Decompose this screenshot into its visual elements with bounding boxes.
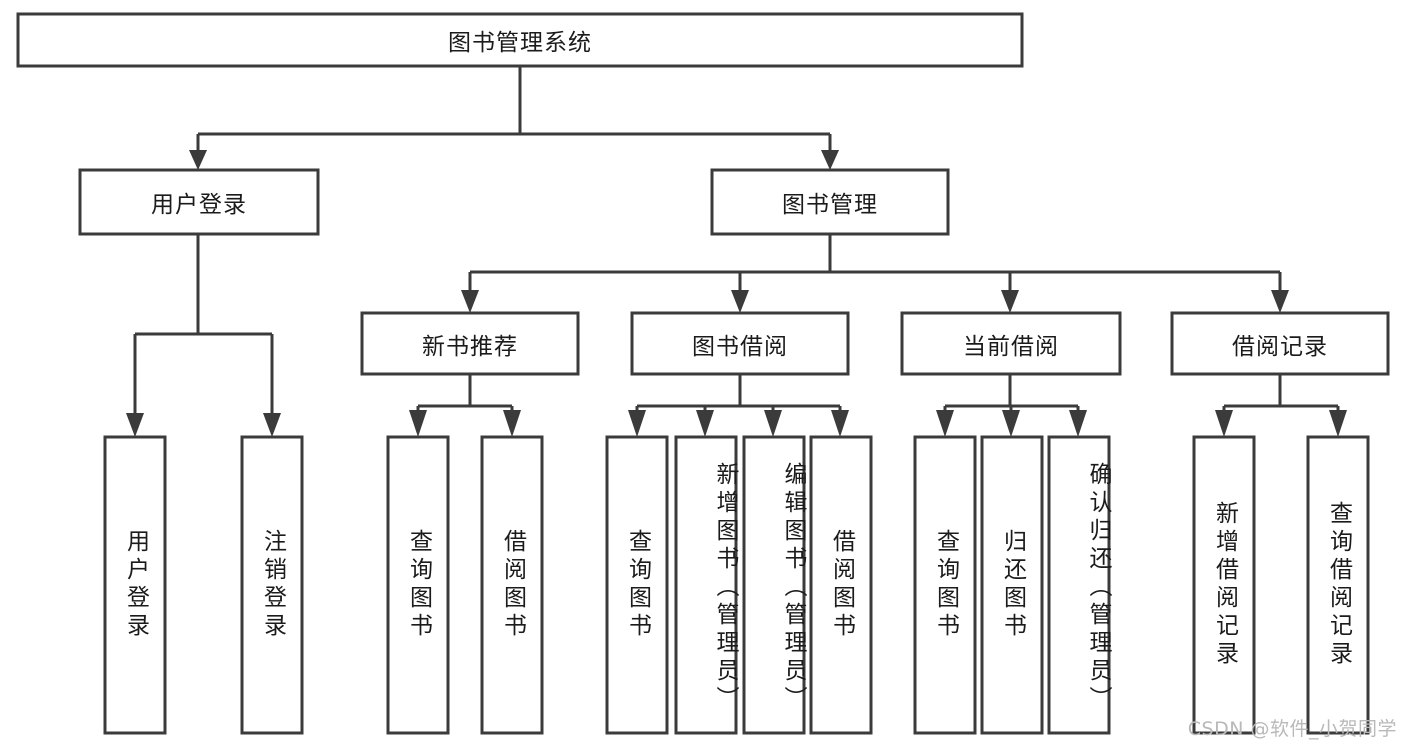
arrow-head-borrow-record-leaf2 [1329,410,1347,437]
arrow-head-user-login-leaf1 [126,413,144,437]
node-book-management[interactable] [710,168,950,236]
node-new-book-recommend[interactable] [360,311,580,376]
arrow-head-current-borrow-leaf2 [1002,410,1020,437]
arrow-head-new-book-leaf2 [503,410,521,437]
arrow-head-to-book-management [821,150,839,170]
node-leaf-confirm-return-admin[interactable] [1047,435,1111,735]
node-leaf-logout-login[interactable] [240,435,304,735]
csdn-watermark: CSDN @软件_小贺同学 [1187,718,1397,740]
arrow-head-book-borrow-leaf2 [696,410,714,437]
arrow-head-current-borrow-leaf3 [1069,410,1087,437]
node-leaf-add-book-admin[interactable] [674,435,738,735]
node-leaf-user-login[interactable] [103,435,167,735]
arrow-head-user-login-leaf2 [263,413,281,437]
node-leaf-borrow-book[interactable] [809,435,873,735]
node-leaf-query-borrow-record[interactable] [1306,435,1370,735]
arrow-head-book-borrow-leaf1 [628,410,646,437]
node-leaf-return-book[interactable] [980,435,1044,735]
node-user-login[interactable] [78,168,320,236]
node-root-book-management-system[interactable] [16,12,1024,68]
arrow-head-new-book-leaf1 [409,410,427,437]
arrow-head-book-borrow-leaf3 [764,410,782,437]
arrow-head-to-current-borrow [1001,290,1019,313]
node-current-borrow[interactable] [900,311,1122,376]
node-leaf-edit-book-admin[interactable] [742,435,806,735]
node-book-borrow[interactable] [630,311,850,376]
node-leaf-query-book-borrow[interactable] [605,435,669,735]
node-leaf-add-borrow-record[interactable] [1192,435,1256,735]
arrow-head-to-book-borrow [731,290,749,313]
arrow-head-current-borrow-leaf1 [936,410,954,437]
arrow-head-to-new-book-recommend [461,290,479,313]
node-leaf-borrow-book-recommend[interactable] [480,435,544,735]
node-borrow-record[interactable] [1170,311,1390,376]
arrow-head-book-borrow-leaf4 [831,410,849,437]
arrow-head-to-user-login [189,150,207,170]
arrow-head-borrow-record-leaf1 [1215,410,1233,437]
node-leaf-query-book-recommend[interactable] [386,435,450,735]
arrow-head-to-borrow-record [1271,290,1289,313]
node-leaf-query-book-current[interactable] [913,435,977,735]
